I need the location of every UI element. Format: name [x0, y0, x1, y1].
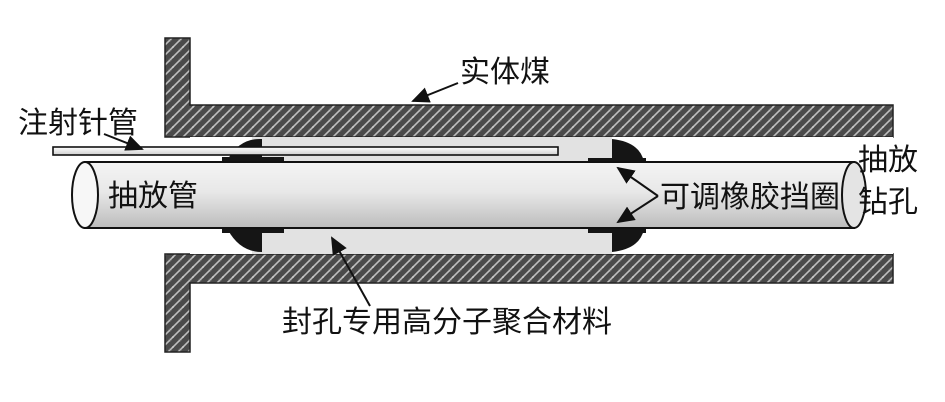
label-borehole-2: 钻孔	[858, 185, 918, 220]
label-rubber-ring: 可调橡胶挡圈	[660, 180, 840, 215]
arrow-coal	[411, 82, 459, 103]
label-sealing-material: 封孔专用高分子聚合材料	[282, 305, 612, 340]
arrow-ring-upper	[616, 166, 659, 197]
label-extraction-pipe: 抽放管	[108, 179, 198, 214]
rubber-ring-right	[588, 139, 646, 252]
label-injection-pipe: 注射针管	[18, 106, 138, 141]
leader-arrows	[103, 82, 659, 307]
coal-upper	[164, 37, 894, 138]
injection-needle-pipe	[52, 146, 559, 156]
label-borehole-1: 抽放	[858, 143, 918, 178]
arrow-ring-lower	[616, 195, 659, 224]
arrow-sealing	[331, 236, 371, 307]
label-coal: 实体煤	[460, 55, 550, 90]
extraction-pipe	[71, 161, 867, 229]
arrow-injection	[103, 133, 144, 151]
